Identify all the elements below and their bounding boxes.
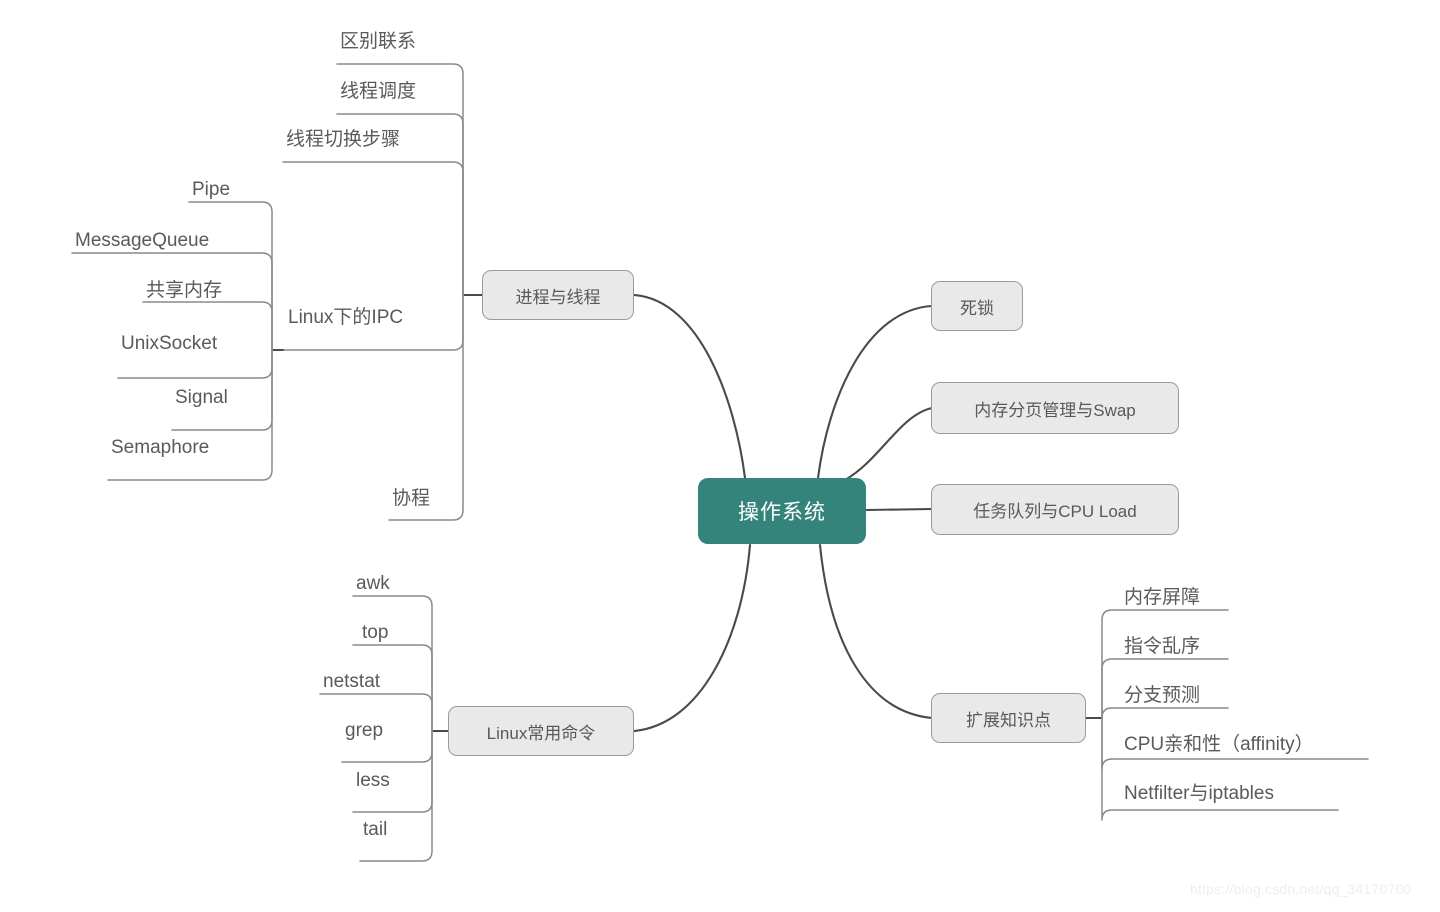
leaf-ext-child-0-label: 内存屏障 bbox=[1124, 587, 1201, 608]
leaf-linuxcmd-child-5[interactable]: tail bbox=[363, 820, 387, 839]
leaf-linuxcmd-child-2[interactable]: netstat bbox=[323, 672, 380, 691]
leaf-ipc-child-0-label: Pipe bbox=[192, 179, 231, 200]
leaf-ext-child-2-label: 分支预测 bbox=[1124, 685, 1201, 706]
leaf-process-child-3-label: Linux下的IPC bbox=[288, 307, 404, 328]
node-process-thread[interactable]: 进程与线程 bbox=[482, 270, 634, 320]
leaf-process-child-0[interactable]: 区别联系 bbox=[340, 32, 416, 51]
wire-root-to-taskqueue bbox=[864, 507, 934, 512]
watermark: https://blog.csdn.net/qq_34170700 bbox=[1190, 881, 1411, 897]
leaf-linuxcmd-child-3[interactable]: grep bbox=[345, 721, 383, 740]
wire-root-to-process bbox=[632, 293, 747, 480]
leaf-ipc-child-5[interactable]: Semaphore bbox=[111, 438, 209, 457]
wire-root-to-linuxcmd bbox=[632, 543, 752, 733]
leaf-ext-child-0[interactable]: 内存屏障 bbox=[1124, 588, 1200, 607]
leaf-ipc-child-4-label: Signal bbox=[175, 387, 228, 408]
node-linux-commands-label: Linux常用命令 bbox=[486, 723, 596, 743]
leaf-process-child-2[interactable]: 线程切换步骤 bbox=[286, 130, 400, 149]
leaf-linuxcmd-child-2-label: netstat bbox=[323, 671, 381, 692]
node-extensions-label: 扩展知识点 bbox=[966, 710, 1051, 730]
leaf-linuxcmd-child-1-label: top bbox=[362, 622, 389, 643]
node-memory-paging[interactable]: 内存分页管理与Swap bbox=[931, 382, 1179, 434]
wire-process-child-4 bbox=[388, 294, 464, 521]
leaf-linuxcmd-child-5-label: tail bbox=[363, 819, 388, 840]
leaf-process-child-3[interactable]: Linux下的IPC bbox=[288, 308, 403, 327]
node-deadlock-label: 死锁 bbox=[960, 298, 994, 318]
node-linux-commands[interactable]: Linux常用命令 bbox=[448, 706, 634, 756]
leaf-ipc-child-0[interactable]: Pipe bbox=[192, 180, 230, 199]
leaf-ipc-child-2[interactable]: 共享内存 bbox=[146, 281, 222, 300]
leaf-ext-child-2[interactable]: 分支预测 bbox=[1124, 686, 1200, 705]
node-deadlock[interactable]: 死锁 bbox=[931, 281, 1023, 331]
node-process-thread-label: 进程与线程 bbox=[515, 287, 601, 307]
leaf-linuxcmd-child-4-label: less bbox=[356, 770, 390, 791]
watermark-text: https://blog.csdn.net/qq_34170700 bbox=[1190, 881, 1412, 897]
wire-linuxcmd-child-0 bbox=[352, 595, 433, 732]
node-memory-paging-label: 内存分页管理与Swap bbox=[974, 400, 1136, 420]
leaf-linuxcmd-child-3-label: grep bbox=[345, 720, 384, 741]
node-extensions[interactable]: 扩展知识点 bbox=[931, 693, 1086, 743]
leaf-ipc-child-3-label: UnixSocket bbox=[121, 333, 218, 354]
root-node-label: 操作系统 bbox=[738, 501, 826, 524]
wire-root-to-extensions bbox=[818, 543, 934, 720]
wire-root-to-deadlock bbox=[816, 304, 934, 480]
wire-linuxcmd-child-5 bbox=[359, 730, 433, 862]
leaf-process-child-0-label: 区别联系 bbox=[340, 31, 417, 52]
leaf-linuxcmd-child-0-label: awk bbox=[356, 573, 390, 594]
leaf-ipc-child-4[interactable]: Signal bbox=[175, 388, 228, 407]
leaf-ext-child-3-label: CPU亲和性（affinity） bbox=[1124, 734, 1314, 755]
leaf-ext-child-1[interactable]: 指令乱序 bbox=[1124, 637, 1200, 656]
leaf-ipc-child-3[interactable]: UnixSocket bbox=[121, 334, 217, 353]
wire-process-child-2 bbox=[282, 161, 464, 296]
leaf-ipc-child-2-label: 共享内存 bbox=[146, 280, 223, 301]
leaf-linuxcmd-child-4[interactable]: less bbox=[356, 771, 390, 790]
leaf-process-child-4-label: 协程 bbox=[392, 488, 431, 509]
node-task-queue[interactable]: 任务队列与CPU Load bbox=[931, 484, 1179, 535]
wire-ext-child-2 bbox=[1101, 707, 1229, 719]
leaf-process-child-4[interactable]: 协程 bbox=[392, 489, 430, 508]
leaf-ext-child-3[interactable]: CPU亲和性（affinity） bbox=[1124, 735, 1314, 754]
wire-ipc-child-5 bbox=[107, 349, 273, 481]
wire-root-to-memory bbox=[843, 406, 934, 482]
leaf-process-child-1-label: 线程调度 bbox=[340, 81, 417, 102]
leaf-linuxcmd-child-0[interactable]: awk bbox=[356, 574, 390, 593]
leaf-ipc-child-1-label: MessageQueue bbox=[75, 230, 210, 251]
leaf-process-child-1[interactable]: 线程调度 bbox=[340, 82, 416, 101]
leaf-ext-child-4-label: Netfilter与iptables bbox=[1124, 783, 1274, 804]
root-node[interactable]: 操作系统 bbox=[698, 478, 866, 544]
leaf-process-child-2-label: 线程切换步骤 bbox=[286, 129, 401, 150]
node-task-queue-label: 任务队列与CPU Load bbox=[973, 502, 1137, 521]
leaf-ipc-child-5-label: Semaphore bbox=[111, 437, 210, 458]
leaf-linuxcmd-child-1[interactable]: top bbox=[362, 623, 388, 642]
leaf-ext-child-1-label: 指令乱序 bbox=[1124, 636, 1201, 657]
wire-ipc-child-3 bbox=[117, 349, 273, 379]
wire-ipc-child-0 bbox=[188, 201, 273, 351]
leaf-ext-child-4[interactable]: Netfilter与iptables bbox=[1124, 784, 1274, 803]
leaf-ipc-child-1[interactable]: MessageQueue bbox=[75, 231, 209, 250]
